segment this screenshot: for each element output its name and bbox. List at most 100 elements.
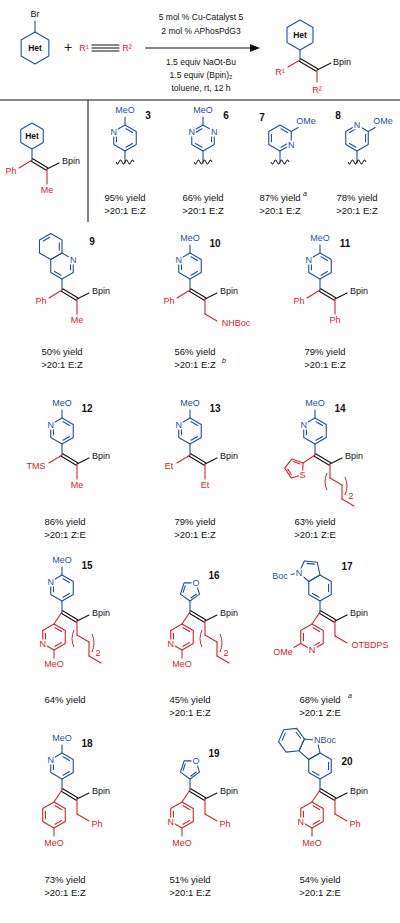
substituent-label: N: [166, 639, 175, 648]
atom-label: MeO: [51, 399, 73, 408]
bond-line: [334, 299, 335, 314]
bond-line: [183, 586, 185, 592]
bond-line: [282, 733, 285, 740]
bond-line: [335, 793, 347, 799]
bond-line: [126, 129, 133, 133]
bond-line: [47, 163, 59, 169]
compound-number: 3: [144, 111, 152, 121]
substituent-label: N: [166, 817, 175, 826]
bond-line: [312, 772, 319, 776]
bond-line: [335, 293, 347, 299]
yield-text: >20:1 E:Z: [168, 708, 211, 718]
ring-outline: [43, 802, 66, 828]
atom-label: MeO: [192, 106, 214, 115]
bond-line: [288, 469, 292, 475]
bond-line: [63, 789, 78, 798]
atom-label: Bpin: [219, 452, 239, 461]
bond-line: [61, 745, 62, 753]
ring-outline: [279, 728, 305, 752]
yield-text: 64% yield: [43, 695, 86, 705]
bond-line: [312, 612, 320, 624]
bond-line: [191, 454, 206, 463]
substituent-label: MeO: [301, 839, 323, 848]
atom-label: Bpin: [349, 787, 369, 796]
atom-label: O: [191, 756, 200, 765]
bond-line: [33, 159, 48, 168]
bond-line: [76, 464, 77, 479]
bond-line: [61, 779, 62, 790]
atom-label: OMe: [295, 117, 317, 126]
compound-number: 15: [80, 561, 93, 571]
condition-text: 1.5 equiv (Bpin)₂: [169, 71, 234, 80]
substituent-label: OTBDPS: [350, 641, 389, 650]
bond-line: [53, 828, 54, 836]
bond-line: [314, 444, 315, 455]
substituent-label: Ph: [328, 316, 341, 325]
bond-line: [191, 594, 196, 598]
bond-line: [316, 422, 323, 426]
bond-line: [313, 628, 320, 632]
atom-label: N: [187, 127, 196, 136]
atom-label: Bpin: [219, 609, 239, 618]
yield-text: 51% yield: [168, 875, 211, 885]
substituent-label: Ph: [90, 820, 103, 829]
bond-line: [63, 611, 78, 620]
bond-line: [77, 293, 89, 299]
yield-text: 86% yield: [43, 517, 86, 527]
bond-line: [63, 579, 70, 583]
bond-line: [189, 601, 190, 612]
substituent-label: N: [308, 646, 317, 655]
bond-line: [19, 160, 32, 168]
yield-text: >20:1 E:Z: [303, 360, 346, 370]
bond-line: [319, 245, 320, 253]
substituent-label: N: [38, 639, 47, 648]
bond-line: [92, 44, 119, 45]
yield-text: 79% yield: [303, 347, 346, 357]
bond-line: [319, 279, 320, 290]
bond-line: [204, 621, 205, 635]
yield-text: 56% yield: [173, 347, 216, 357]
bond-line: [31, 149, 32, 160]
compound-number: 9: [88, 237, 96, 247]
atom-label: MeO: [309, 234, 331, 243]
bond-line: [55, 628, 62, 632]
atom-label: Bpin: [344, 452, 364, 461]
bond-line: [303, 455, 315, 463]
atom-label: Bpin: [91, 609, 111, 618]
bond-line: [189, 279, 190, 290]
yield-text: >20:1 E:Z: [258, 206, 301, 216]
atom-label: Bpin: [91, 287, 111, 296]
bond-line: [191, 437, 198, 441]
bond-line: [46, 169, 47, 184]
atom-label: Br: [30, 10, 41, 19]
header-divider: [88, 100, 89, 222]
bond-line: [204, 799, 205, 814]
bond-line: [288, 60, 300, 67]
yield-text: >20:1 E:Z: [181, 206, 224, 216]
bond-line: [183, 764, 185, 770]
substituent-label: R¹: [78, 44, 90, 53]
bond-line: [301, 59, 318, 69]
substituent-label: Me: [40, 186, 55, 195]
bond-line: [313, 806, 320, 810]
condition-text: toluene, rt, 12 h: [170, 84, 231, 93]
atom-label: MeO: [179, 234, 201, 243]
substituent-label: Ph: [34, 297, 47, 306]
bond-line: [189, 779, 190, 790]
bond-line: [63, 422, 70, 426]
bond-line: [349, 144, 356, 148]
wavy-bond: [271, 160, 289, 164]
atom-label: N: [353, 121, 362, 130]
bond-line: [63, 454, 78, 463]
bond-line: [321, 789, 336, 798]
atom-label: Bpin: [91, 452, 111, 461]
ring-outline: [287, 20, 313, 50]
compound-number: 16: [207, 571, 220, 581]
atom-label: N: [46, 755, 55, 764]
atom-label: O: [191, 578, 200, 587]
bond-line: [77, 635, 89, 642]
substituent-label: 2: [347, 492, 354, 501]
bond-line: [334, 621, 335, 636]
bond-line: [76, 799, 77, 814]
